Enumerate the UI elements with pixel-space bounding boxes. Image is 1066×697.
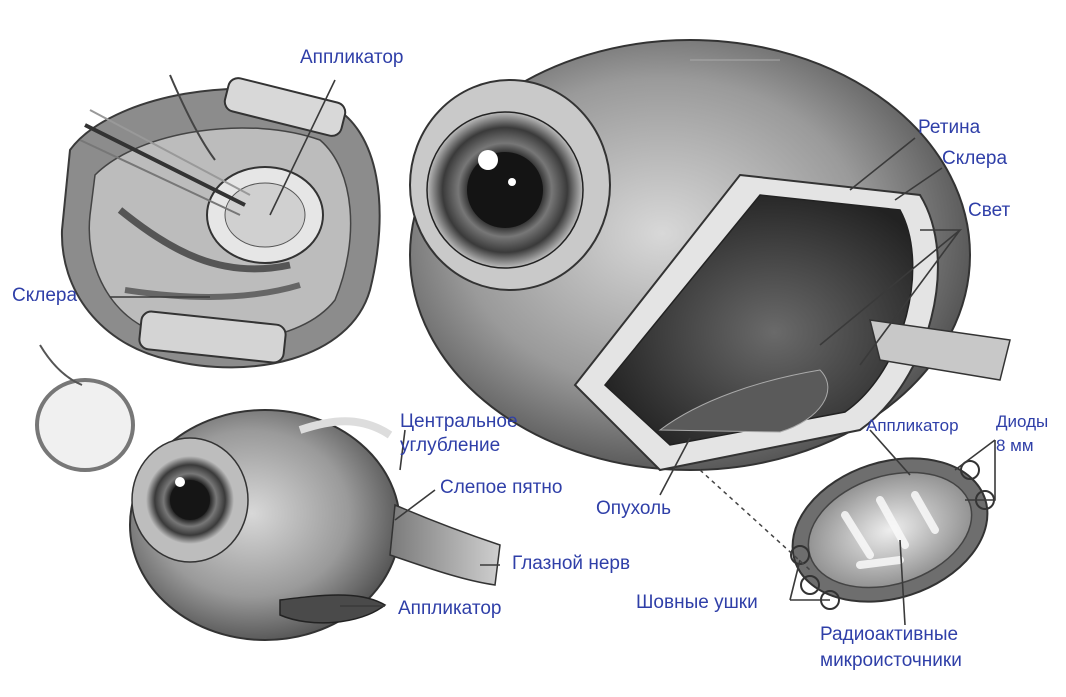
label-applicator-top: Аппликатор xyxy=(300,47,403,69)
label-tumor: Опухоль xyxy=(596,498,671,520)
surgical-view-illustration xyxy=(62,75,380,367)
label-sclera-left: Склера xyxy=(12,285,77,307)
large-eye-cutaway-illustration xyxy=(410,40,1010,470)
label-applicator-bottom: Аппликатор xyxy=(398,598,501,620)
label-retina: Ретина xyxy=(918,117,980,139)
label-radioactive-line2: микроисточники xyxy=(820,650,962,672)
label-fovea-line2: углубление xyxy=(400,435,500,457)
label-diodes-line1: Диоды xyxy=(996,412,1048,432)
label-light: Свет xyxy=(968,200,1010,222)
label-suture-eyelets: Шовные ушки xyxy=(636,592,758,614)
label-diodes-line2: 8 мм xyxy=(996,436,1034,456)
label-blind-spot: Слепое пятно xyxy=(440,477,562,499)
label-applicator-right: Аппликатор xyxy=(866,416,959,436)
label-sclera-right: Склера xyxy=(942,148,1007,170)
label-radioactive-line1: Радиоактивные xyxy=(820,624,958,646)
label-optic-nerve: Глазной нерв xyxy=(512,553,630,575)
label-fovea-line1: Центральное xyxy=(400,411,518,433)
